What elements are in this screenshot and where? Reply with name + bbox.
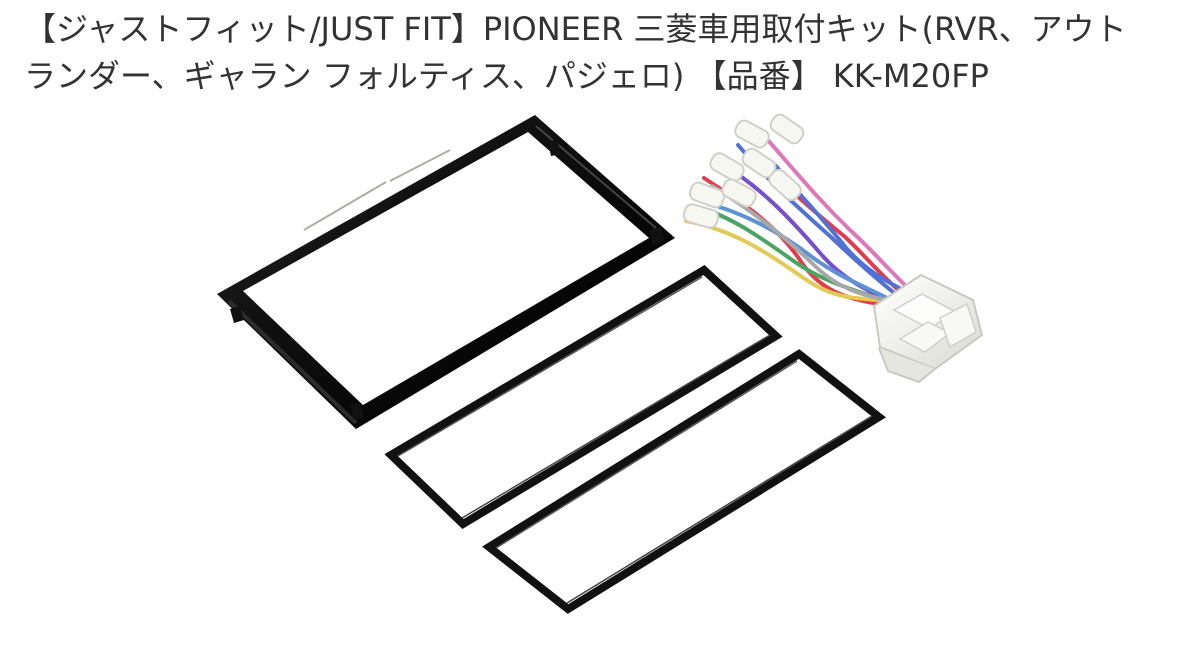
wire-harness — [682, 113, 984, 384]
product-title: 【ジャストフィット/JUST FIT】PIONEER 三菱車用取付キット(RVR… — [24, 6, 1174, 100]
product-title-line-1: 【ジャストフィット/JUST FIT】PIONEER 三菱車用取付キット(RVR… — [24, 10, 1127, 48]
terminal-tips — [682, 113, 805, 229]
lower-spacer-plate — [482, 349, 886, 614]
product-title-line-2: ランダー、ギャラン フォルティス、パジェロ) 【品番】 KK-M20FP — [24, 57, 989, 95]
connector-block — [872, 273, 984, 384]
large-mounting-frame — [217, 115, 675, 429]
upper-spacer-plate — [384, 265, 783, 530]
